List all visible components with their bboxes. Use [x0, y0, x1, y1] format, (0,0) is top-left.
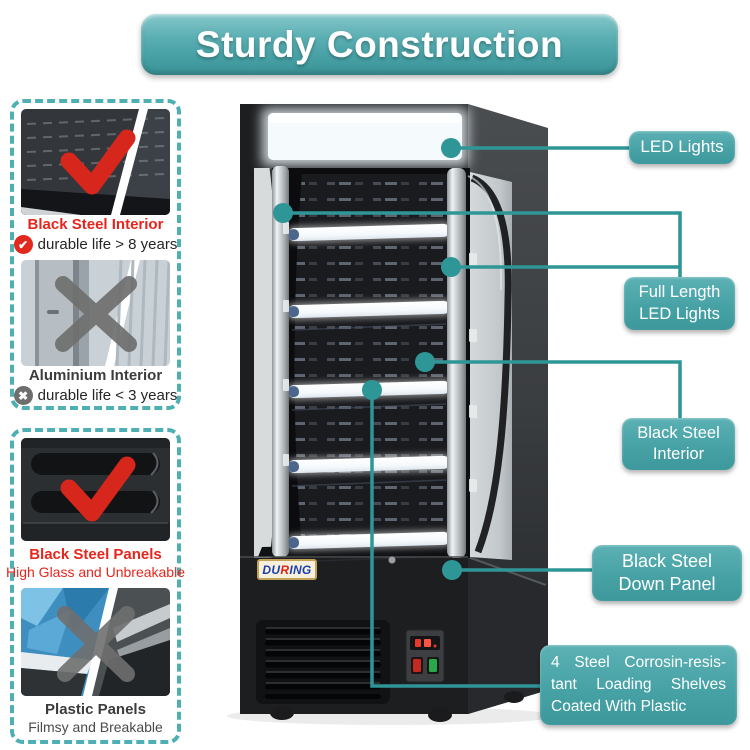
- cross-icon: ✖: [13, 386, 33, 405]
- check-mark-icon: [60, 129, 136, 195]
- brand-text-part: DU: [262, 562, 281, 577]
- callout-label-line: tant Loading Shelves: [551, 676, 726, 693]
- callout-label-line: Full Length: [638, 283, 721, 302]
- comparison-title-bad: Aluminium Interior: [28, 367, 163, 384]
- callout-label-line: Coated With Plastic: [551, 698, 687, 715]
- callout-label-line: 4 Steel Corrosin-resis-: [551, 654, 726, 671]
- callout-black-steel-interior: Black Steel Interior: [622, 418, 735, 470]
- comparison-title-bad: Plastic Panels: [45, 701, 146, 718]
- callout-steel-shelves: 4 Steel Corrosin-resis- tant Loading She…: [540, 645, 737, 725]
- cross-mark-icon: [55, 276, 137, 352]
- comparison-caption-row: ✖ durable life < 3 years: [13, 386, 178, 405]
- shelf-led-bars: [286, 221, 452, 552]
- callout-lines: [283, 146, 682, 688]
- casters: [270, 691, 524, 722]
- cross-mark-icon: [57, 606, 135, 682]
- comparison-caption-bad: durable life < 3 years: [37, 387, 178, 404]
- callout-label-line: Black Steel: [637, 423, 720, 442]
- comparison-caption-row: ✔ durable life > 8 years: [13, 235, 178, 254]
- check-icon: ✔: [13, 235, 33, 254]
- page-title: Sturdy Construction: [195, 23, 564, 65]
- comparison-panel-interior: Black Steel Interior ✔ durable life > 8 …: [10, 99, 181, 410]
- comparison-title-good: Black Steel Panels: [29, 546, 162, 563]
- base-section: [240, 556, 524, 722]
- aluminium-interior-photo: [21, 260, 170, 366]
- comparison-caption-good: durable life > 8 years: [37, 236, 178, 253]
- callout-label-line: Black Steel: [621, 550, 713, 571]
- callout-label-line: Interior: [652, 445, 705, 463]
- plastic-panels-photo: [21, 588, 170, 696]
- callout-dots: [273, 138, 462, 580]
- brand-text-part: ING: [289, 562, 312, 577]
- side-glass: [467, 172, 512, 560]
- power-switches: [411, 657, 439, 674]
- vent-grille: [256, 620, 390, 704]
- callout-full-length-led: Full Length LED Lights: [624, 277, 735, 330]
- temperature-controller: [405, 629, 445, 683]
- callout-label-line: Down Panel: [618, 574, 716, 594]
- callout-down-panel: Black Steel Down Panel: [592, 545, 742, 601]
- comparison-subtitle-good: High Glass and Unbreakable: [6, 564, 185, 580]
- black-steel-panels-photo: [21, 438, 170, 541]
- brand-text-part: R: [280, 562, 290, 577]
- callout-label-line: LED Lights: [639, 304, 720, 323]
- comparison-panel-build: Black Steel Panels High Glass and Unbrea…: [6, 428, 185, 744]
- callout-led-lights: LED Lights: [629, 131, 735, 164]
- title-banner: Sturdy Construction: [141, 14, 618, 75]
- black-steel-interior-photo: [21, 109, 170, 215]
- check-mark-icon: [60, 456, 136, 522]
- comparison-title-good: Black Steel Interior: [27, 216, 164, 233]
- callout-label: LED Lights: [640, 137, 724, 157]
- comparison-subtitle-bad: Filmsy and Breakable: [28, 719, 163, 735]
- led-lightbox: [262, 108, 468, 166]
